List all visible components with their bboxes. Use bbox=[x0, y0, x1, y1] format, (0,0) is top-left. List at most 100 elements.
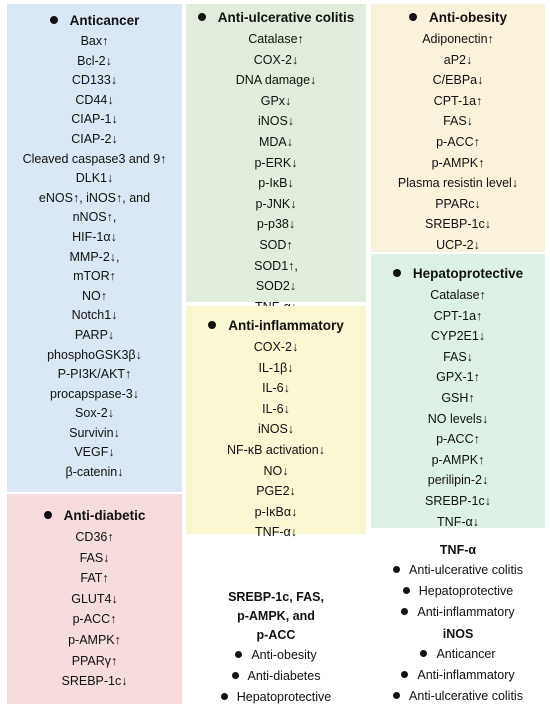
marker-list: CD36↑FAS↓FAT↑GLUT4↓p-ACC↑p-AMPK↑PPARγ↑SR… bbox=[7, 527, 182, 692]
legend-item: Anticancer bbox=[371, 644, 545, 665]
marker-item: TNF-α↓ bbox=[437, 514, 479, 529]
legend-heading-line: iNOS bbox=[442, 627, 474, 641]
panel-title: Anti-ulcerative colitis bbox=[186, 8, 366, 28]
marker-item: SREBP-1c↓ bbox=[425, 217, 491, 232]
legend-item: Anti-ulcerative colitis bbox=[371, 686, 545, 707]
marker-item: NO levels↓ bbox=[427, 411, 489, 426]
legend-heading-line: SREBP-1c, FAS, bbox=[228, 590, 324, 604]
marker-item: Sox-2↓ bbox=[75, 406, 114, 421]
marker-item: mTOR↑ bbox=[73, 269, 116, 284]
marker-list: COX-2↓IL-1β↓IL-6↓IL-6↓iNOS↓NF-κB activat… bbox=[186, 337, 366, 543]
panel-title: Anti-diabetic bbox=[7, 506, 182, 526]
panel-title-text: Anti-diabetic bbox=[63, 508, 146, 523]
marker-item: Adiponectin↑ bbox=[422, 32, 494, 46]
marker-item: C/EBPa↓ bbox=[432, 73, 484, 88]
marker-item: procapspase-3↓ bbox=[50, 386, 139, 401]
legend-item-text: Anti-obesity bbox=[251, 648, 317, 662]
bullet-dot-icon bbox=[393, 566, 401, 573]
marker-item: COX-2↓ bbox=[253, 340, 299, 354]
marker-list: Bax↑ Bcl-2↓ CD133↓ CD44↓ CIAP-1↓ CIAP-2↓ Cleav… bbox=[7, 32, 182, 483]
legend-heading: iNOS bbox=[371, 625, 545, 644]
bullet-dot-icon bbox=[197, 13, 206, 21]
legend-item-text: Hepatoprotective bbox=[418, 584, 514, 598]
marker-item: FAS↓ bbox=[443, 114, 473, 129]
legend-item: Anti-obesity bbox=[186, 645, 366, 666]
marker-item: Catalase↑ bbox=[248, 32, 304, 46]
panel-hepatoprotective: Hepatoprotective Catalase↑ CPT-1a↑ CYP2E1↓… bbox=[371, 254, 545, 529]
marker-item: SREBP-1c↓ bbox=[61, 674, 128, 689]
marker-item: nNOS↑, bbox=[72, 210, 117, 225]
marker-item: p-ACC↑ bbox=[436, 432, 480, 447]
marker-item: p-JNK↓ bbox=[255, 196, 297, 211]
marker-item: β-catenin↓ bbox=[65, 465, 124, 480]
legend-item-text: Anti-diabetes bbox=[247, 669, 321, 683]
marker-item: PGE2↓ bbox=[256, 484, 296, 499]
panel-title-text: Anti-obesity bbox=[428, 10, 507, 25]
marker-item: MDA↓ bbox=[258, 134, 294, 149]
panel-title: Anticancer bbox=[7, 11, 182, 31]
legend-heading-line: p-AMPK, and bbox=[237, 609, 315, 623]
marker-item: CIAP-2↓ bbox=[71, 131, 118, 146]
marker-item: GLUT4↓ bbox=[71, 591, 118, 606]
legend-item-text: Anticancer bbox=[436, 647, 496, 661]
marker-item: aP2↓ bbox=[443, 52, 473, 67]
marker-item: p-p38↓ bbox=[256, 217, 296, 232]
marker-item: COX-2↓ bbox=[253, 52, 299, 67]
marker-item: Notch1↓ bbox=[71, 308, 118, 323]
marker-item: PPARc↓ bbox=[435, 196, 481, 211]
panel-anti-inflammatory: Anti-inflammatory COX-2↓IL-1β↓IL-6↓IL-6↓… bbox=[186, 306, 366, 539]
marker-item: CD44↓ bbox=[75, 92, 114, 107]
panel-title-text: Hepatoprotective bbox=[412, 266, 524, 281]
marker-item: CIAP-1↓ bbox=[71, 112, 118, 127]
panel-antidiabetic: Anti-diabetic CD36↑FAS↓FAT↑GLUT4↓p-ACC↑p… bbox=[7, 494, 182, 704]
marker-item: CD133↓ bbox=[71, 73, 118, 88]
legend-item: Anti-inflammatory bbox=[371, 665, 545, 686]
marker-item: Cleaved caspase3 and 9↑ bbox=[22, 151, 167, 166]
marker-list: Catalase↑ CPT-1a↑ CYP2E1↓ FAS↓ GPX-1↑ GSH↑ NO … bbox=[371, 285, 545, 532]
marker-item: FAS↓ bbox=[79, 550, 110, 565]
bullet-dot-icon bbox=[401, 671, 409, 678]
bullet-dot-icon bbox=[420, 650, 428, 657]
marker-list: Adiponectin↑aP2↓C/EBPa↓CPT-1a↑FAS↓p-ACC↑… bbox=[371, 29, 545, 256]
marker-item: IL-6↓ bbox=[262, 381, 290, 396]
marker-item: GPX-1↑ bbox=[436, 370, 480, 385]
marker-item: GSH↑ bbox=[441, 390, 475, 405]
panel-title: Hepatoprotective bbox=[371, 264, 545, 284]
marker-item: PARP↓ bbox=[74, 327, 115, 342]
marker-item: p-IκB↓ bbox=[258, 176, 294, 191]
marker-item: SOD2↓ bbox=[255, 279, 297, 294]
marker-item: Survivin↓ bbox=[69, 425, 120, 440]
panel-anticancer: Anticancer Bax↑ Bcl-2↓ CD133↓ CD44↓ CIAP-1↓ C… bbox=[7, 4, 182, 492]
marker-item: Catalase↑ bbox=[430, 288, 486, 302]
marker-list: Catalase↑COX-2↓DNA damage↓GPx↓iNOS↓MDA↓p… bbox=[186, 29, 366, 317]
bullet-dot-icon bbox=[220, 693, 228, 700]
panel-anti-obesity: Anti-obesity Adiponectin↑aP2↓C/EBPa↓CPT-… bbox=[371, 4, 545, 252]
marker-item: VEGF↓ bbox=[74, 445, 115, 460]
marker-item: Bax↑ bbox=[80, 34, 109, 48]
legend-item: Anti-inflammatory bbox=[371, 602, 545, 623]
bullet-dot-icon bbox=[408, 13, 417, 21]
marker-item: DLK1↓ bbox=[75, 171, 114, 186]
marker-item: CPT-1a↑ bbox=[433, 308, 483, 323]
marker-item: p-ACC↑ bbox=[436, 134, 480, 149]
panel-title-text: Anticancer bbox=[69, 13, 140, 28]
marker-item: Bcl-2↓ bbox=[77, 53, 112, 68]
marker-item: p-ACC↑ bbox=[72, 612, 117, 627]
marker-item: p-AMPK↑ bbox=[431, 155, 485, 170]
marker-item: CYP2E1↓ bbox=[430, 329, 486, 344]
marker-item: MMP-2↓, bbox=[69, 249, 120, 264]
marker-item: SREBP-1c↓ bbox=[425, 493, 491, 508]
marker-item: SOD1↑, bbox=[254, 258, 298, 273]
panel-title-text: Anti-inflammatory bbox=[228, 318, 344, 333]
legend-item-text: Anti-ulcerative colitis bbox=[409, 563, 523, 577]
marker-item: FAS↓ bbox=[443, 349, 473, 364]
marker-item: TNF-α↓ bbox=[255, 525, 297, 540]
marker-item: FAT↑ bbox=[80, 571, 109, 586]
bullet-dot-icon bbox=[235, 651, 243, 658]
legend-heading: TNF-α bbox=[371, 541, 545, 560]
marker-item: NO↑ bbox=[82, 288, 107, 303]
marker-item: NO↓ bbox=[263, 463, 289, 478]
panel-title: Anti-obesity bbox=[371, 8, 545, 28]
